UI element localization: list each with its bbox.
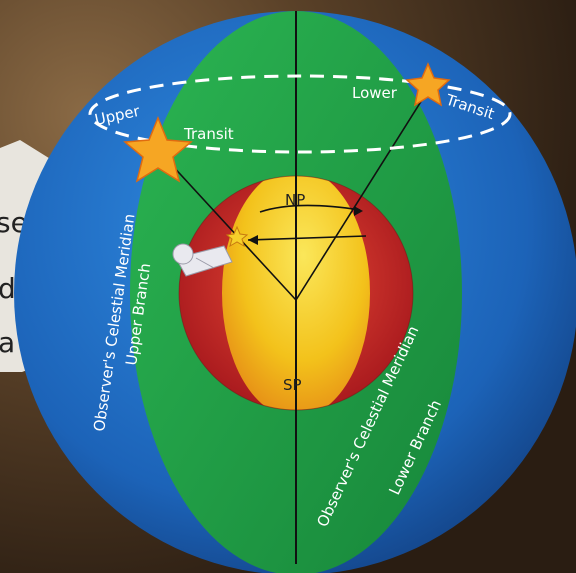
line-to-lower-transit — [295, 83, 433, 301]
rotation-arrows — [247, 204, 367, 245]
transit-left-label: Transit — [183, 125, 234, 143]
card-fragment-3: a — [0, 326, 15, 359]
diurnal-circle — [88, 74, 512, 154]
observer-figure — [172, 243, 233, 277]
line-to-upper-transit — [157, 149, 297, 301]
upper-transit-star-icon — [123, 116, 193, 183]
observer-star-icon — [225, 225, 249, 248]
south-pole-label: SP — [283, 376, 302, 394]
lower-transit-star-icon — [405, 62, 451, 107]
north-pole-label: NP — [285, 191, 305, 209]
lower-label: Lower — [352, 84, 398, 102]
